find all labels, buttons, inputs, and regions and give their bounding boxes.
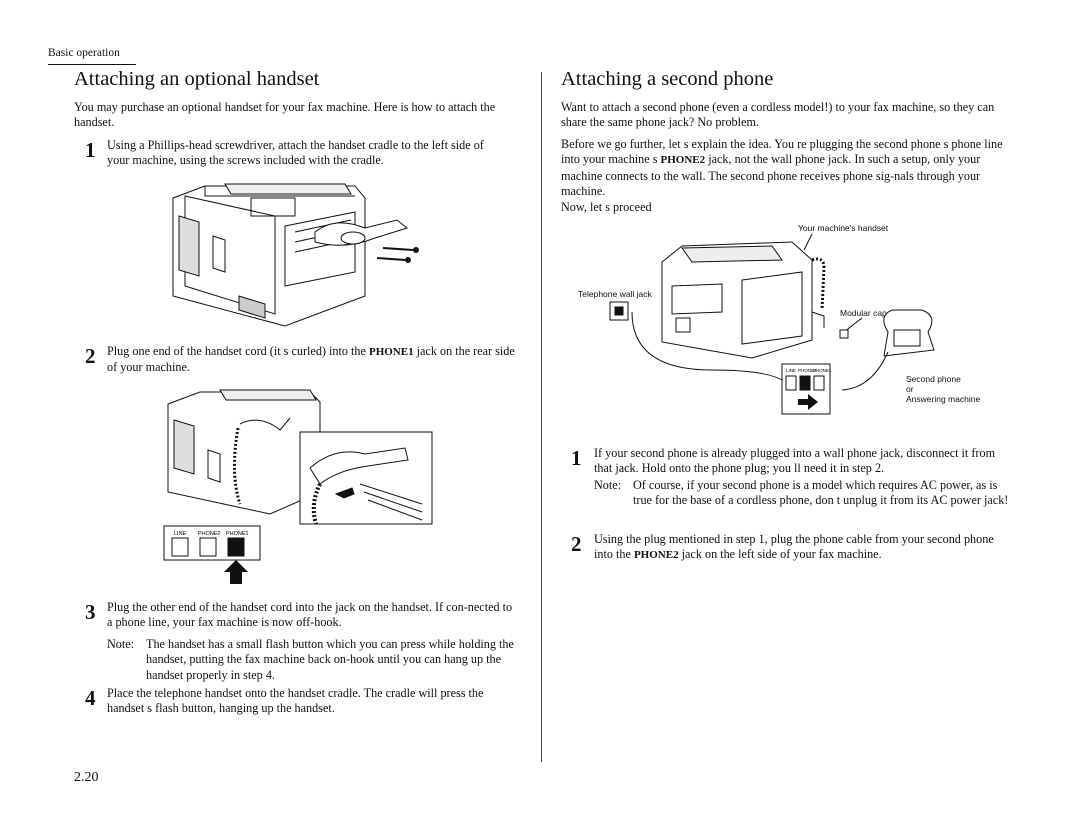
left-step1-number: 1 [85,138,96,162]
right-step2-number: 2 [571,532,582,556]
right-step2-text: Using the plug mentioned in step 1, plug… [594,532,1014,564]
rear-jack-illustration: LINE PHONE2 PHONE1 [163,389,433,584]
label-machine-handset: Your machine's handset [798,223,889,233]
right-step2-post: jack on the left side of your fax machin… [678,547,882,562]
right-jack-label-phone1: PHONE1 [813,368,832,373]
right-step1-number: 1 [571,446,582,470]
jack-label-line: LINE [174,531,187,537]
second-phone-connection-diagram: Your machine's handset Telephone wall ja… [578,223,980,415]
left-step2-number: 2 [85,344,96,368]
right-jack-label-line: LINE [786,368,796,373]
right-step1-text: If your second phone is already plugged … [594,446,996,476]
right-para2-post: jack, not the wall phone jack. In such a… [561,152,981,199]
left-step2-text: Plug one end of the handset cord (it s c… [107,344,523,376]
right-note-label: Note: [594,478,622,492]
page-number: 2.20 [74,770,99,785]
right-intro: Want to attach a second phone (even a co… [561,100,995,130]
right-para2-jack: PHONE2 [660,154,706,167]
left-step2-jack: PHONE1 [368,346,414,358]
right-para2-pre: Before we go further, let s explain the … [561,137,1003,167]
left-note-label: Note: [107,637,135,651]
jack-label-phone1: PHONE1 [226,531,249,537]
right-proceed: Now, let s proceed [561,200,652,214]
label-answering-machine: Answering machine [906,394,980,404]
right-note-text: Of course, if your second phone is a mod… [633,478,1009,508]
section-rule [48,64,136,65]
left-step4-number: 4 [85,686,96,710]
left-intro: You may purchase an optional handset for… [74,100,496,130]
right-para2: Before we go further, let s explain the … [561,137,1011,200]
section-label: Basic operation [48,47,120,59]
label-or: or [906,384,914,394]
left-step3-text: Plug the other end of the handset cord i… [107,600,513,630]
right-jack-panel: LINE PHONE2 PHONE1 [781,363,832,415]
jack-label-phone2: PHONE2 [198,531,221,537]
left-step3-number: 3 [85,600,96,624]
cradle-attachment-illustration [172,183,419,327]
left-jack-panel: LINE PHONE2 PHONE1 [163,525,261,584]
label-modular-cap: Modular cap [840,308,887,318]
right-title: Attaching a second phone [561,68,774,90]
left-step1-text: Using a Phillips-head screwdriver, attac… [107,138,484,168]
left-title: Attaching an optional handset [74,68,320,90]
up-arrow-icon [224,560,248,584]
left-arrow-icon [798,394,818,410]
right-jack-label-phone2: PHONE2 [798,368,817,373]
left-note-text: The handset has a small flash button whi… [146,637,514,682]
left-step2-pre: Plug one end of the handset cord (it s c… [107,344,369,358]
label-second-phone: Second phone [906,374,961,384]
right-step2-jack: PHONE2 [633,549,679,562]
label-wall-jack: Telephone wall jack [578,289,652,299]
right-step2-pre: Using the plug mentioned in step 1, plug… [594,532,994,562]
column-divider [541,72,542,762]
left-step4-text: Place the telephone handset onto the han… [107,686,484,716]
left-step2-post: jack on the rear side of your machine. [107,344,515,375]
